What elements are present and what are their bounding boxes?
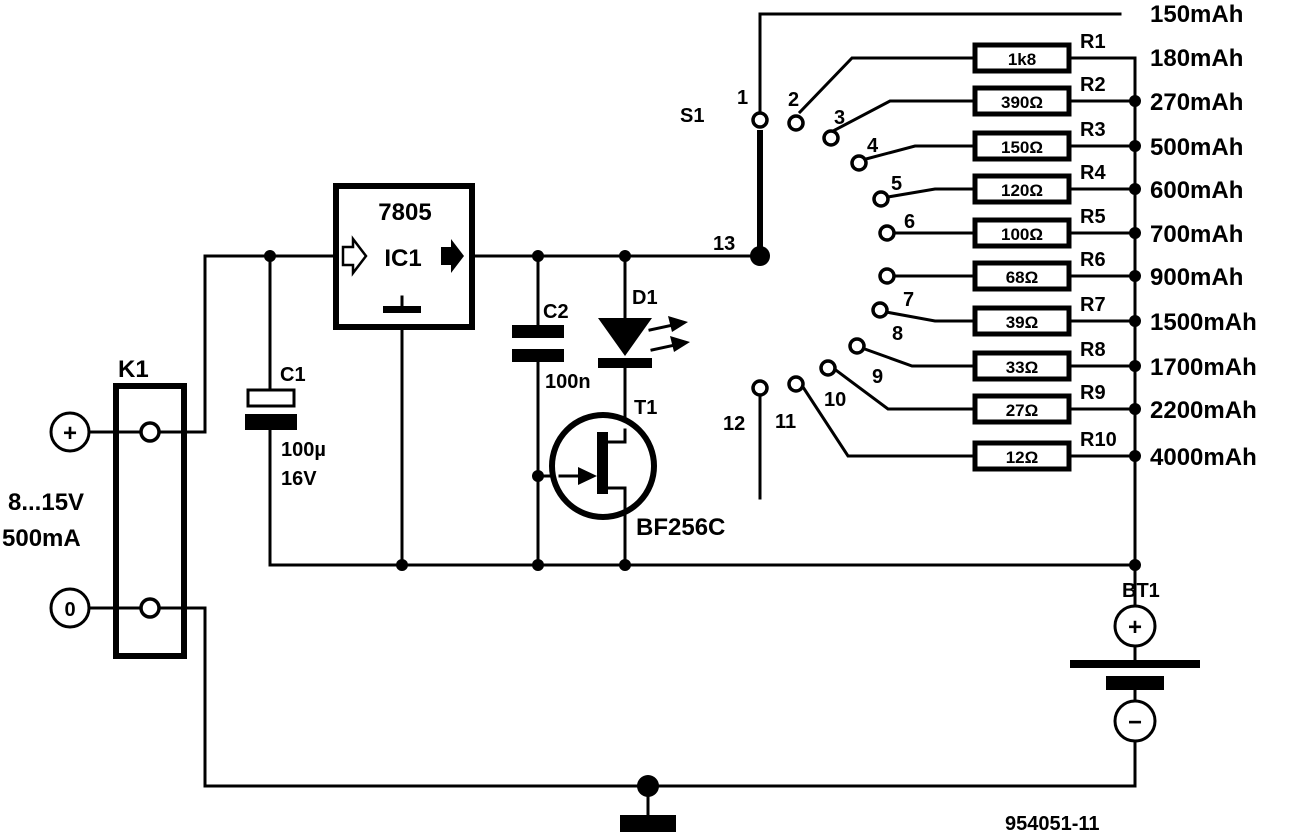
resistor-ref-label: R6 — [1080, 249, 1106, 271]
resistor-ref-label: R4 — [1080, 162, 1106, 184]
s1-pos-12-label: 12 — [723, 413, 745, 435]
resistor-r2: 390Ω R2 — [972, 74, 1141, 117]
resistor-r4: 120Ω R4 — [972, 162, 1141, 205]
ic1-ref-label: IC1 — [384, 245, 421, 272]
resistor-ref-label: R9 — [1080, 382, 1106, 404]
c1-value-label: 100µ — [281, 439, 326, 461]
resistor-ref-label: R5 — [1080, 206, 1106, 228]
resistor-value-label: 390Ω — [1001, 93, 1043, 112]
resistor-r9: 27Ω R9 — [972, 382, 1141, 425]
c1-ref-label: C1 — [280, 364, 306, 386]
s1-pos-5-label: 5 — [891, 173, 902, 195]
capacity-label: 4000mAh — [1150, 444, 1257, 471]
s1-pos-6-label: 6 — [904, 211, 915, 233]
resistor-ref-label: R8 — [1080, 339, 1106, 361]
ic1-type-label: 7805 — [378, 199, 431, 226]
plus-terminal-label: + — [63, 420, 77, 447]
capacity-label: 1700mAh — [1150, 354, 1257, 381]
resistor-value-label: 150Ω — [1001, 138, 1043, 157]
resistor-r1: 1k8 R1 — [972, 31, 1137, 74]
s1-pos-7-label: 7 — [903, 289, 914, 311]
s1-pos-9-label: 9 — [872, 366, 883, 388]
bt1-ref-label: BT1 — [1122, 580, 1160, 602]
c2-value-label: 100n — [545, 371, 591, 393]
c2-ref-label: C2 — [543, 301, 569, 323]
jfet-t1 — [549, 412, 657, 522]
s1-pos-3-label: 3 — [834, 107, 845, 129]
capacity-label: 600mAh — [1150, 177, 1243, 204]
s1-pos-8-label: 8 — [892, 323, 903, 345]
s1-pos-1-label: 1 — [737, 87, 748, 109]
rotary-switch-s1 — [751, 56, 977, 458]
s1-ref-label: S1 — [680, 105, 704, 127]
capacitor-c1 — [245, 388, 297, 430]
capacity-label: 700mAh — [1150, 221, 1243, 248]
capacity-labels: 150mAh 180mAh 270mAh 500mAh 600mAh 700mAh 900m… — [1150, 1, 1257, 471]
resistor-r6: 68Ω R6 — [972, 249, 1141, 292]
resistor-value-label: 33Ω — [1006, 358, 1039, 377]
s1-pos-11-label: 11 — [775, 411, 796, 433]
resistor-value-label: 68Ω — [1006, 268, 1039, 287]
regulator-ic1 — [333, 183, 475, 330]
resistor-ref-label: R1 — [1080, 31, 1106, 53]
s1-pos-4-label: 4 — [867, 135, 879, 157]
capacity-label: 270mAh — [1150, 89, 1243, 116]
resistor-ref-label: R2 — [1080, 74, 1106, 96]
battery-bt1 — [1070, 604, 1200, 743]
c1-voltage-label: 16V — [281, 468, 317, 490]
resistor-value-label: 100Ω — [1001, 225, 1043, 244]
bt1-minus-label: − — [1128, 709, 1142, 736]
resistor-r8: 33Ω R8 — [972, 339, 1141, 382]
zero-terminal-label: 0 — [64, 599, 75, 621]
resistor-value-label: 27Ω — [1006, 401, 1039, 420]
input-current-label: 500mA — [2, 525, 81, 552]
resistor-ref-label: R10 — [1080, 429, 1117, 451]
t1-type-label: BF256C — [636, 514, 725, 541]
resistor-ref-label: R3 — [1080, 119, 1106, 141]
capacity-label: 1500mAh — [1150, 309, 1257, 336]
input-voltage-label: 8...15V — [8, 489, 84, 516]
resistor-value-label: 120Ω — [1001, 181, 1043, 200]
junction-dots — [264, 246, 1141, 797]
resistor-r5: 100Ω R5 — [972, 206, 1141, 249]
s1-pos-10-label: 10 — [824, 389, 846, 411]
bt1-plus-label: + — [1128, 614, 1142, 641]
capacitor-c2 — [512, 325, 564, 362]
capacity-label: 2200mAh — [1150, 397, 1257, 424]
capacity-label: 150mAh — [1150, 1, 1243, 28]
capacity-label: 500mAh — [1150, 134, 1243, 161]
resistor-ref-label: R7 — [1080, 294, 1106, 316]
s1-common-label: 13 — [713, 233, 735, 255]
resistor-value-label: 1k8 — [1008, 50, 1036, 69]
capacity-label: 900mAh — [1150, 264, 1243, 291]
s1-pos-2-label: 2 — [788, 89, 799, 111]
resistor-r10: 12Ω R10 — [972, 429, 1141, 472]
resistor-r7: 39Ω R7 — [972, 294, 1141, 337]
figure-code: 954051-11 — [1005, 813, 1100, 834]
k1-ref-label: K1 — [118, 356, 149, 383]
t1-ref-label: T1 — [634, 397, 657, 419]
led-d1 — [598, 316, 690, 368]
capacity-label: 180mAh — [1150, 45, 1243, 72]
resistor-r3: 150Ω R3 — [972, 119, 1141, 162]
resistor-value-label: 12Ω — [1006, 448, 1039, 467]
resistor-value-label: 39Ω — [1006, 313, 1039, 332]
resistor-bank: 1k8R1390ΩR2150ΩR3120ΩR4100ΩR568ΩR639ΩR73… — [972, 31, 1141, 472]
d1-ref-label: D1 — [632, 287, 658, 309]
